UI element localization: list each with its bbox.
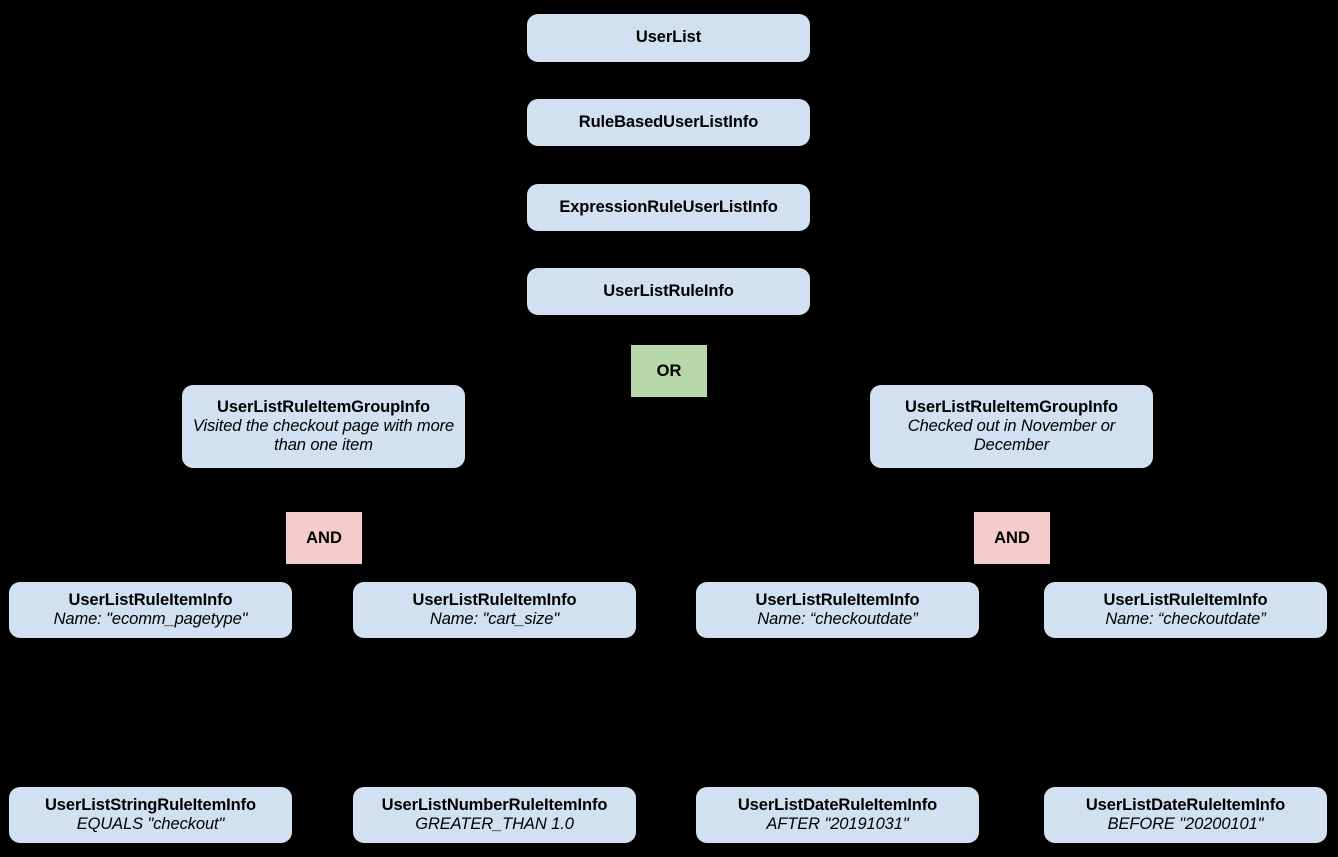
node-title: UserListRuleItemInfo [1103, 590, 1268, 609]
node-subtitle: Visited the checkout page with more than… [192, 416, 455, 455]
node-title: UserListRuleItemInfo [755, 590, 920, 609]
node-title: UserListRuleItemGroupInfo [905, 397, 1118, 416]
node-subtitle: Name: "cart_size" [429, 610, 560, 628]
node-item-cart-size[interactable]: UserListRuleItemInfo Name: "cart_size" [353, 582, 636, 638]
node-title: ExpressionRuleUserListInfo [559, 197, 778, 216]
node-subtitle: AFTER "20191031" [766, 815, 909, 833]
node-title: UserListDateRuleItemInfo [737, 795, 938, 814]
operator-and-left[interactable]: AND [286, 512, 362, 564]
node-title: UserListRuleInfo [603, 281, 734, 300]
node-subtitle: BEFORE "20200101" [1107, 815, 1264, 833]
node-title: UserListRuleItemInfo [68, 590, 233, 609]
node-leaf-date-after[interactable]: UserListDateRuleItemInfo AFTER "20191031… [696, 787, 979, 843]
operator-and-right[interactable]: AND [974, 512, 1050, 564]
operator-and-label: AND [994, 528, 1030, 547]
node-rule-based-user-list-info[interactable]: RuleBasedUserListInfo [527, 99, 810, 146]
operator-and-label: AND [306, 528, 342, 547]
node-user-list[interactable]: UserList [527, 14, 810, 62]
node-group-right[interactable]: UserListRuleItemGroupInfo Checked out in… [870, 385, 1153, 468]
node-subtitle: Name: "ecomm_pagetype" [53, 610, 248, 628]
node-subtitle: EQUALS "checkout" [76, 815, 225, 833]
node-title: UserListNumberRuleItemInfo [381, 795, 608, 814]
node-subtitle: GREATER_THAN 1.0 [415, 815, 574, 833]
node-title: UserListDateRuleItemInfo [1085, 795, 1286, 814]
node-item-checkoutdate-after[interactable]: UserListRuleItemInfo Name: “checkoutdate… [696, 582, 979, 638]
node-item-ecomm-pagetype[interactable]: UserListRuleItemInfo Name: "ecomm_pagety… [9, 582, 292, 638]
node-expression-rule-user-list-info[interactable]: ExpressionRuleUserListInfo [527, 184, 810, 231]
node-title: UserListStringRuleItemInfo [44, 795, 256, 814]
node-title: UserList [635, 28, 702, 47]
node-leaf-string-rule[interactable]: UserListStringRuleItemInfo EQUALS "check… [9, 787, 292, 843]
node-subtitle: Name: “checkoutdate” [1105, 610, 1266, 628]
node-leaf-number-rule[interactable]: UserListNumberRuleItemInfo GREATER_THAN … [353, 787, 636, 843]
node-group-left[interactable]: UserListRuleItemGroupInfo Visited the ch… [182, 385, 465, 468]
node-title: UserListRuleItemInfo [412, 590, 577, 609]
node-subtitle: Checked out in November or December [907, 416, 1116, 455]
operator-or[interactable]: OR [631, 345, 707, 397]
node-title: RuleBasedUserListInfo [578, 112, 759, 131]
node-item-checkoutdate-before[interactable]: UserListRuleItemInfo Name: “checkoutdate… [1044, 582, 1327, 638]
node-leaf-date-before[interactable]: UserListDateRuleItemInfo BEFORE "2020010… [1044, 787, 1327, 843]
node-title: UserListRuleItemGroupInfo [217, 397, 430, 416]
node-user-list-rule-info[interactable]: UserListRuleInfo [527, 268, 810, 315]
operator-or-label: OR [656, 361, 682, 380]
node-subtitle: Name: “checkoutdate” [757, 610, 918, 628]
